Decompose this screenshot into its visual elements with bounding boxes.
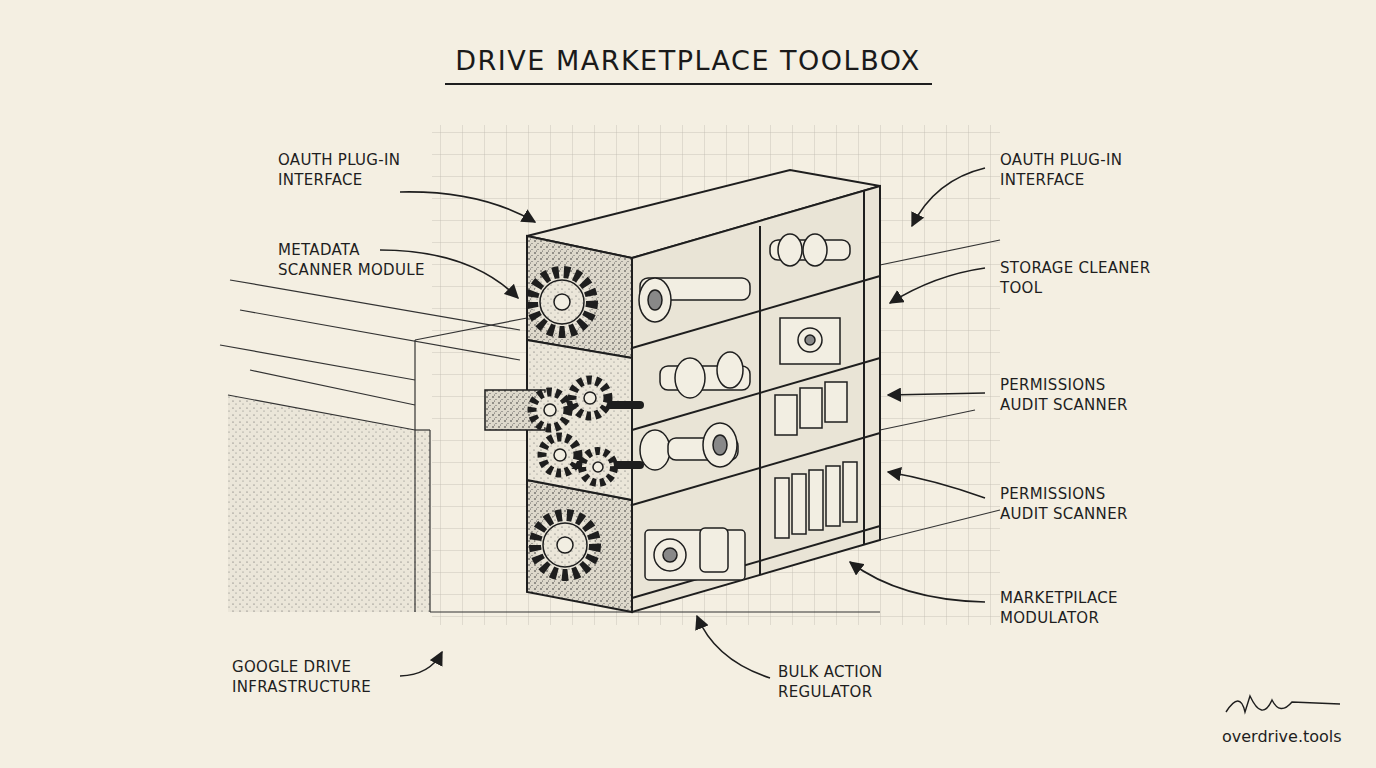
toolbox-shelf — [527, 170, 880, 612]
callout-label: BULK ACTION REGULATOR — [778, 662, 918, 702]
callout-label: OAUTH PLUG-IN INTERFACE — [1000, 150, 1150, 190]
diagram-title: DRIVE MARKETPLACE TOOLBOX — [400, 45, 976, 76]
gear-train — [485, 272, 640, 575]
callout-label: PERMISSIONS AUDIT SCANNER — [1000, 375, 1150, 415]
callout-label: PERMISSIONS AUDIT SCANNER — [1000, 484, 1150, 524]
callout-label: OAUTH PLUG-IN INTERFACE — [278, 150, 428, 190]
callout-label: MARKETPILACE MODULATOR — [1000, 588, 1150, 628]
title-underline — [445, 83, 932, 85]
roller-parts — [639, 234, 857, 580]
signature — [1226, 696, 1340, 712]
callout-label: STORAGE CLEANER TOOL — [1000, 258, 1175, 298]
callout-label: METADATA SCANNER MODULE — [278, 240, 428, 280]
blueprint-grid — [432, 125, 1000, 625]
watermark: overdrive.tools — [1222, 727, 1372, 747]
leader-arrows — [380, 168, 985, 678]
callout-label: GOOGLE DRIVE INFRASTRUCTURE — [232, 657, 407, 697]
